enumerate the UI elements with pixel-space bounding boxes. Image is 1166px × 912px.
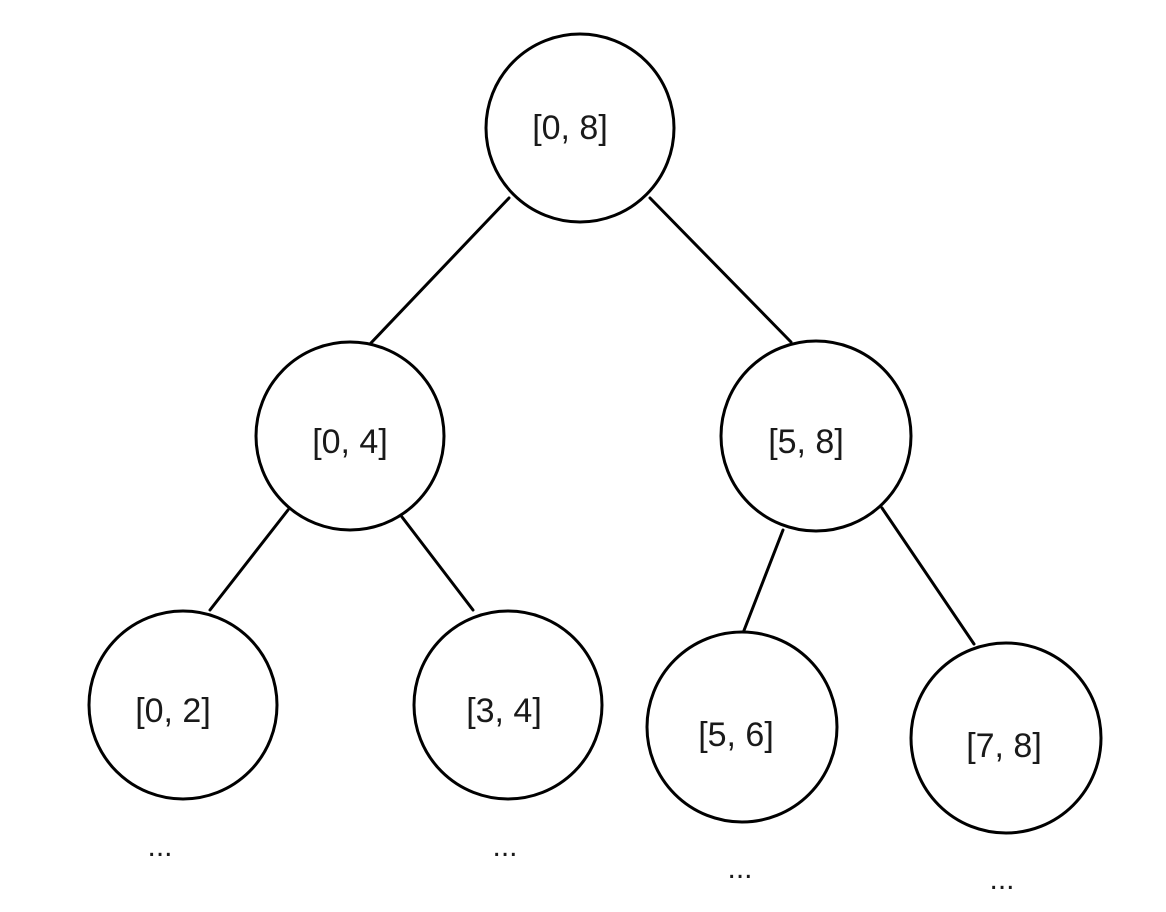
node-label: [5, 8] <box>768 423 844 461</box>
tree-node-right-left: [5, 6] <box>645 630 839 824</box>
node-circle <box>719 339 913 533</box>
tree-node-root: [0, 8] <box>484 32 676 224</box>
edge-left-left-left <box>208 508 290 612</box>
continuation-ellipsis: ... <box>727 852 752 885</box>
continuation-ellipsis: ... <box>147 830 172 863</box>
edge-right-right-right <box>880 506 976 646</box>
node-circle <box>645 630 839 824</box>
edge-left-left-right <box>400 515 475 612</box>
node-circle <box>412 609 604 801</box>
node-circle <box>87 609 279 801</box>
tree-node-left: [0, 4] <box>254 340 446 532</box>
node-label: [0, 4] <box>312 423 388 461</box>
node-label: [7, 8] <box>966 727 1042 765</box>
node-label: [0, 2] <box>135 692 211 730</box>
node-circle <box>254 340 446 532</box>
tree-node-left-left: [0, 2] <box>87 609 279 801</box>
tree-node-right-right: [7, 8] <box>909 641 1103 835</box>
node-label: [3, 4] <box>466 692 542 730</box>
node-label: [0, 8] <box>532 109 608 147</box>
continuation-ellipsis: ... <box>989 863 1014 896</box>
node-circle <box>484 32 676 224</box>
edge-root-right <box>648 196 793 344</box>
node-circle <box>909 641 1103 835</box>
tree-node-left-right: [3, 4] <box>412 609 604 801</box>
tree-node-right: [5, 8] <box>719 339 913 533</box>
edge-root-left <box>368 196 511 346</box>
node-label: [5, 6] <box>698 716 774 754</box>
edge-right-right-left <box>741 528 785 635</box>
continuation-ellipsis: ... <box>492 830 517 863</box>
edges <box>208 196 976 646</box>
